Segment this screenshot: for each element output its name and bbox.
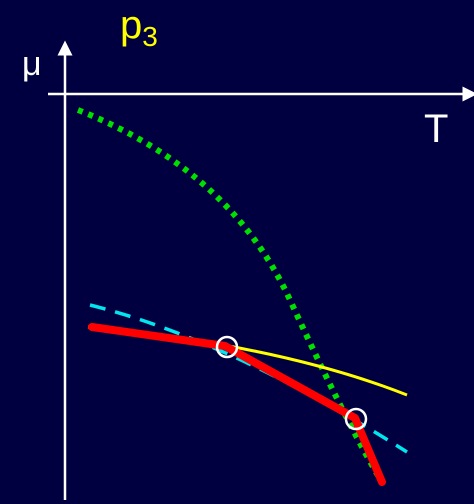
x-axis-label: T — [424, 107, 448, 151]
dotted-green-curve — [76, 107, 385, 484]
crossing-marker-2 — [344, 407, 368, 431]
title-subscript: 3 — [142, 21, 158, 52]
y-axis-label: μ — [22, 45, 42, 83]
diagram-title: p3 — [120, 3, 158, 52]
title-base: p — [120, 3, 142, 47]
crossing-marker-1 — [215, 335, 239, 359]
red-thick-curve — [88, 323, 386, 486]
